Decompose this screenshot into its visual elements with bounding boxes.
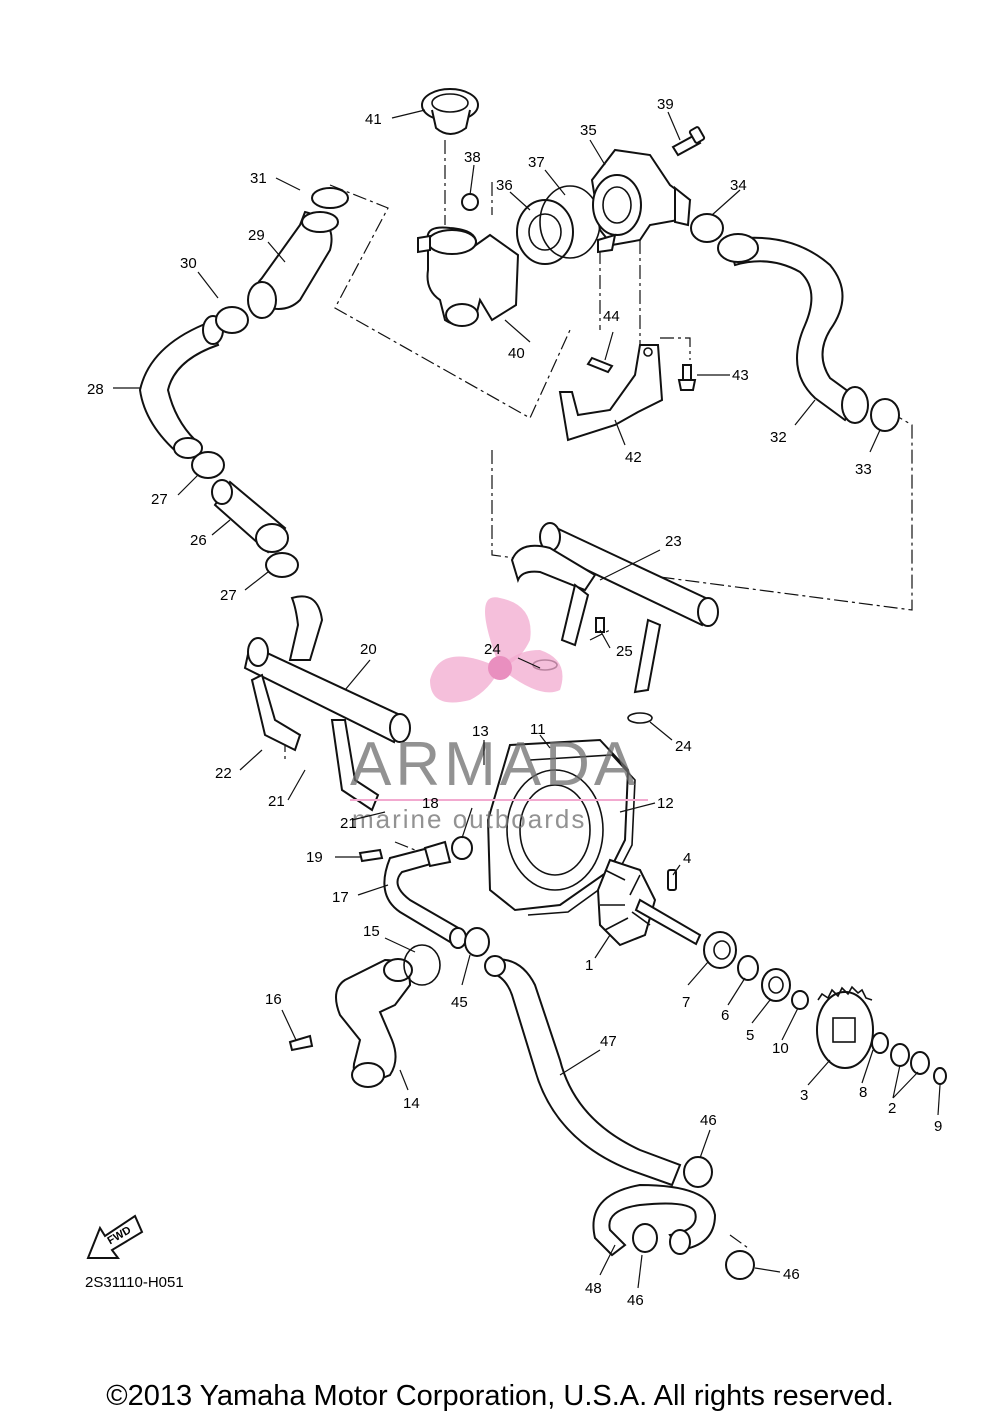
callout-39: 39: [657, 96, 674, 113]
shaft-parts: [667, 869, 809, 1010]
callout-32: 32: [770, 429, 787, 446]
callout-7: 7: [682, 994, 690, 1011]
small-rings-part: [871, 1032, 947, 1085]
callout-29: 29: [248, 227, 265, 244]
callout-43: 43: [732, 367, 749, 384]
callout-23: 23: [665, 533, 682, 550]
callout-40: 40: [508, 345, 525, 362]
fwd-arrow-icon: FWD: [86, 1214, 144, 1259]
pipe-14-part: [288, 944, 441, 1088]
hose-48-part: [592, 1183, 755, 1280]
callout-14: 14: [403, 1095, 420, 1112]
callout-27b: 27: [220, 587, 237, 604]
callout-46a: 46: [700, 1112, 717, 1129]
leader-lines: [113, 109, 941, 1289]
watermark-tagline: marine outboards: [352, 804, 586, 834]
callout-9: 9: [934, 1118, 942, 1135]
propeller-logo-icon: [430, 597, 563, 703]
pipe-23-part: [510, 522, 719, 724]
callout-5: 5: [746, 1027, 754, 1044]
callout-15: 15: [363, 923, 380, 940]
callout-18: 18: [422, 795, 439, 812]
pipe-20-part: [243, 595, 411, 812]
hose-28-part: [138, 306, 249, 479]
callout-21a: 21: [268, 793, 285, 810]
callout-20: 20: [360, 641, 377, 658]
callout-45: 45: [451, 994, 468, 1011]
callout-11: 11: [530, 721, 546, 738]
callout-17: 17: [332, 889, 349, 906]
callout-41: 41: [365, 111, 382, 128]
callout-46b: 46: [627, 1292, 644, 1309]
callout-13: 13: [472, 723, 489, 740]
hose-47-part: [464, 927, 713, 1188]
bolt-39-part: [671, 126, 706, 157]
callout-8: 8: [859, 1084, 867, 1101]
thermostat-housing-part: [417, 193, 520, 327]
callout-3: 3: [800, 1087, 808, 1104]
callout-35: 35: [580, 122, 597, 139]
filler-cap-part: [421, 88, 479, 135]
callout-22: 22: [215, 765, 232, 782]
drawing-code: 2S31110-H051: [85, 1274, 184, 1291]
callout-37: 37: [528, 154, 545, 171]
callout-31: 31: [250, 170, 267, 187]
callout-33: 33: [855, 461, 872, 478]
callout-6: 6: [721, 1007, 729, 1024]
callout-28: 28: [87, 381, 104, 398]
callout-46c: 46: [783, 1266, 800, 1283]
watermark-brand: ARMADA: [350, 730, 639, 799]
hose-32-part: [690, 213, 900, 432]
bolt-43-part: [677, 364, 697, 391]
callout-44: 44: [603, 308, 620, 325]
callout-24b: 24: [675, 738, 692, 755]
callout-10: 10: [772, 1040, 789, 1057]
impeller-part: [596, 858, 702, 947]
callout-21b: 21: [340, 815, 357, 832]
callout-34: 34: [730, 177, 747, 194]
bracket-42-part: [558, 344, 664, 442]
thermostat-cover-part: [590, 148, 692, 254]
callout-labels: 41 38 36 37 35 39 34 40 44 43 42 32 33 3…: [87, 96, 942, 1309]
callout-26: 26: [190, 532, 207, 549]
callout-42: 42: [625, 449, 642, 466]
copyright-notice: ©2013 Yamaha Motor Corporation, U.S.A. A…: [106, 1380, 894, 1412]
callout-25: 25: [616, 643, 633, 660]
hose-26-part: [211, 479, 299, 578]
callout-1: 1: [585, 957, 593, 974]
callout-47: 47: [600, 1033, 617, 1050]
callout-4: 4: [683, 850, 691, 867]
pump-housing-part: [486, 738, 636, 916]
callout-27a: 27: [151, 491, 168, 508]
thermostat-part: [516, 185, 601, 265]
callout-30: 30: [180, 255, 197, 272]
hose-29-part: [247, 187, 349, 319]
callout-2: 2: [888, 1100, 896, 1117]
callout-38: 38: [464, 149, 481, 166]
callout-19: 19: [306, 849, 323, 866]
callout-36: 36: [496, 177, 513, 194]
watermark: ARMADA marine outboards: [350, 597, 648, 834]
bolt-44-part: [586, 356, 614, 374]
gear-part: [816, 985, 874, 1069]
callout-48: 48: [585, 1280, 602, 1297]
callout-24a: 24: [484, 641, 501, 658]
callout-12: 12: [657, 795, 674, 812]
callout-16: 16: [265, 991, 282, 1008]
pipe-17-part: [358, 836, 473, 949]
